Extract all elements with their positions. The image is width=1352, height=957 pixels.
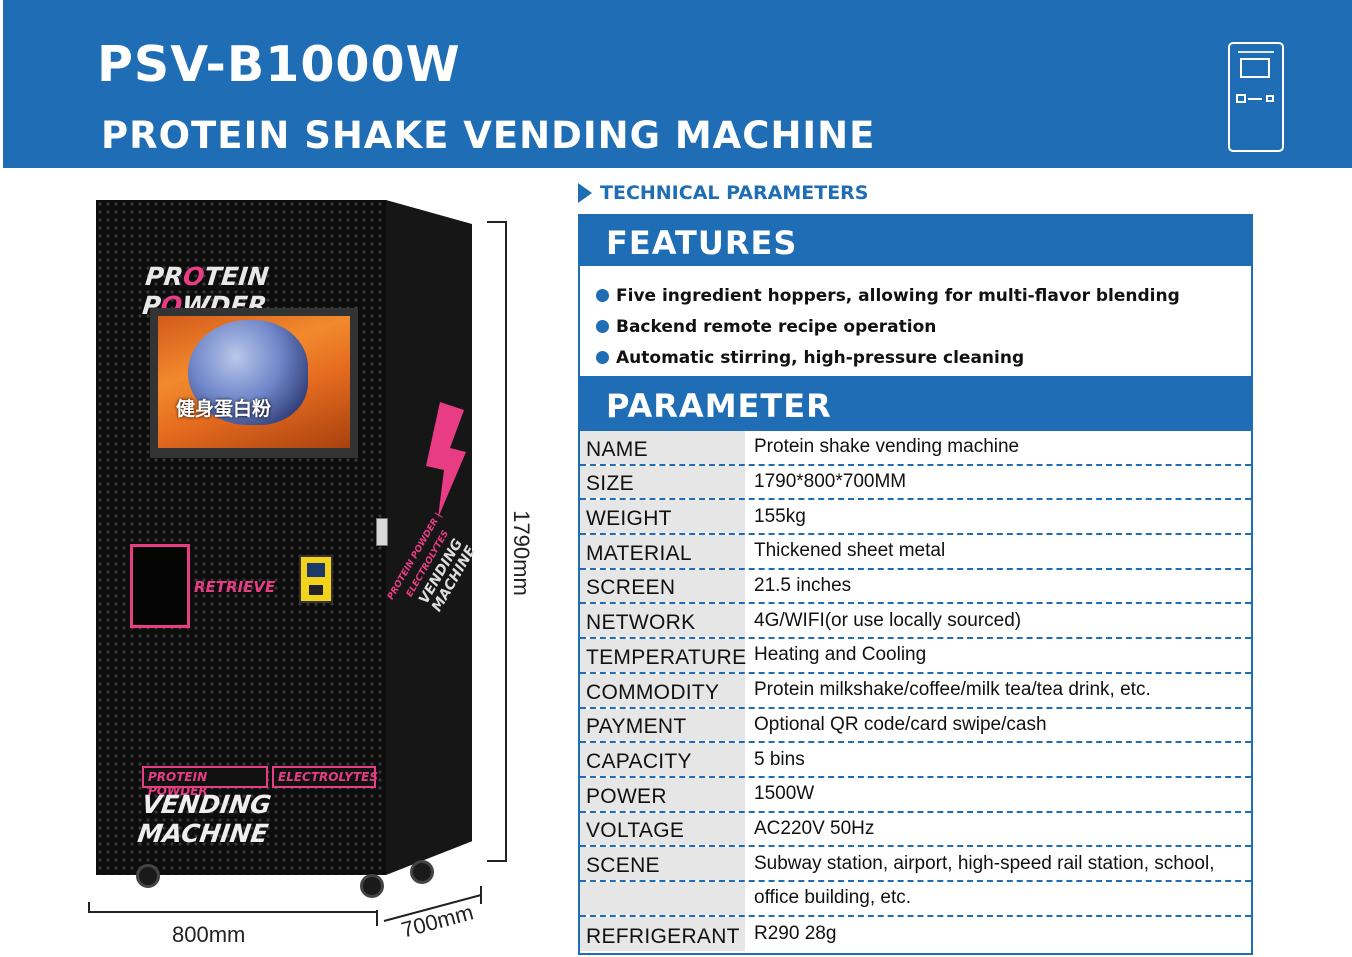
model-number: PSV-B1000W bbox=[97, 36, 461, 93]
param-key: MATERIAL bbox=[580, 535, 745, 568]
table-row: MATERIAL Thickened sheet metal bbox=[580, 535, 1251, 570]
tag-electrolytes: ELECTROLYTES bbox=[272, 766, 378, 788]
table-row: PAYMENT Optional QR code/card swipe/cash bbox=[580, 708, 1251, 744]
bullet-icon bbox=[596, 289, 609, 302]
table-row: NAME Protein shake vending machine bbox=[580, 431, 1251, 466]
features-panel: FEATURES Five ingredient hoppers, allowi… bbox=[578, 214, 1253, 378]
vending-machine-label: VENDING MACHINE bbox=[135, 790, 273, 848]
param-value: 21.5 inches bbox=[754, 575, 852, 597]
parameter-title: PARAMETER bbox=[580, 379, 1251, 431]
param-value: 1500W bbox=[754, 783, 815, 805]
bullet-icon bbox=[596, 320, 609, 333]
table-row: CAPACITY 5 bins bbox=[580, 743, 1251, 778]
features-title: FEATURES bbox=[580, 216, 1251, 266]
height-dimension-line bbox=[505, 222, 507, 862]
cabinet-front: PROTEIN POWDER 健身蛋白粉 RETRIEVE PROTEIN PO… bbox=[96, 200, 388, 875]
param-key: SIZE bbox=[580, 465, 745, 499]
table-row: SCREEN 21.5 inches bbox=[580, 569, 1251, 605]
param-value: Thickened sheet metal bbox=[754, 540, 946, 562]
width-label: 800mm bbox=[172, 922, 246, 947]
vending-machine-icon bbox=[1228, 42, 1284, 152]
param-value: Optional QR code/card swipe/cash bbox=[754, 713, 1047, 735]
table-row: SCENE Subway station, airport, high-speed… bbox=[580, 847, 1251, 882]
table-row: VOLTAGE AC220V 50Hz bbox=[580, 812, 1251, 848]
technical-parameters-heading: TECHNICAL PARAMETERS bbox=[578, 180, 869, 206]
table-row: REFRIGERANT R290 28g bbox=[580, 916, 1251, 952]
param-key: REFRIGERANT bbox=[580, 916, 745, 952]
param-value: 1790*800*700MM bbox=[754, 471, 907, 493]
screen-graphic bbox=[188, 320, 308, 425]
coin-slot bbox=[376, 518, 388, 546]
param-key: POWER bbox=[580, 777, 745, 811]
caster-wheel bbox=[136, 864, 160, 888]
param-key: SCENE bbox=[580, 847, 745, 880]
side-logo-graphic bbox=[426, 402, 466, 518]
param-key: CAPACITY bbox=[580, 743, 745, 776]
param-key: VOLTAGE bbox=[580, 812, 745, 846]
param-key: WEIGHT bbox=[580, 500, 745, 534]
param-value: Protein shake vending machine bbox=[754, 436, 1020, 458]
pickup-window bbox=[130, 544, 190, 628]
table-row: POWER 1500W bbox=[580, 777, 1251, 813]
height-label: 1790mm bbox=[508, 510, 534, 596]
param-value: 155kg bbox=[754, 505, 806, 527]
triangle-bullet-icon bbox=[578, 183, 592, 203]
section-heading-text: TECHNICAL PARAMETERS bbox=[600, 182, 869, 204]
param-value: Protein milkshake/coffee/milk tea/tea dr… bbox=[754, 679, 1151, 701]
feature-item: Five ingredient hoppers, allowing for mu… bbox=[596, 280, 1251, 311]
payment-terminal bbox=[299, 555, 333, 603]
param-value: 4G/WIFI(or use locally sourced) bbox=[754, 609, 1022, 631]
table-row: SIZE 1790*800*700MM bbox=[580, 465, 1251, 501]
caster-wheel bbox=[360, 874, 384, 898]
table-row: office building, etc. bbox=[580, 881, 1251, 917]
header-banner: PSV-B1000W PROTEIN SHAKE VENDING MACHINE bbox=[3, 0, 1352, 168]
param-key: COMMODITY bbox=[580, 673, 745, 707]
param-value: office building, etc. bbox=[754, 887, 912, 909]
parameter-panel: PARAMETER NAME Protein shake vending mach… bbox=[578, 377, 1253, 955]
width-dimension-line bbox=[88, 911, 378, 913]
param-value: 5 bins bbox=[754, 748, 805, 770]
retrieve-label: RETRIEVE bbox=[194, 578, 276, 596]
parameter-table: NAME Protein shake vending machine SIZE 17… bbox=[580, 431, 1251, 952]
product-image: PROTEIN POWDER | ELECTROLYTES VENDING MA… bbox=[80, 190, 560, 957]
param-value: AC220V 50Hz bbox=[754, 817, 875, 839]
touch-screen: 健身蛋白粉 bbox=[150, 308, 358, 458]
product-subtitle: PROTEIN SHAKE VENDING MACHINE bbox=[101, 114, 876, 157]
bullet-icon bbox=[596, 351, 609, 364]
screen-caption: 健身蛋白粉 bbox=[176, 398, 272, 420]
caster-wheel bbox=[410, 860, 434, 884]
feature-item: Automatic stirring, high-pressure cleani… bbox=[596, 342, 1251, 373]
table-row: TEMPERATURE Heating and Cooling bbox=[580, 639, 1251, 674]
cabinet-side bbox=[386, 200, 472, 875]
table-row: NETWORK 4G/WIFI(or use locally sourced) bbox=[580, 604, 1251, 640]
param-value: Heating and Cooling bbox=[754, 644, 927, 666]
param-key: NETWORK bbox=[580, 604, 745, 638]
feature-item: Backend remote recipe operation bbox=[596, 311, 1251, 342]
features-list: Five ingredient hoppers, allowing for mu… bbox=[580, 266, 1251, 373]
param-key: PAYMENT bbox=[580, 708, 745, 742]
param-key: NAME bbox=[580, 431, 745, 464]
param-value: Subway station, airport, high-speed rail… bbox=[754, 852, 1215, 874]
table-row: COMMODITY Protein milkshake/coffee/milk t… bbox=[580, 673, 1251, 709]
param-key: TEMPERATURE bbox=[580, 639, 746, 672]
tag-protein-powder: PROTEIN POWDER bbox=[142, 766, 268, 798]
param-value: R290 28g bbox=[754, 922, 837, 944]
param-key bbox=[580, 881, 745, 915]
param-key: SCREEN bbox=[580, 569, 745, 603]
table-row: WEIGHT 155kg bbox=[580, 500, 1251, 536]
